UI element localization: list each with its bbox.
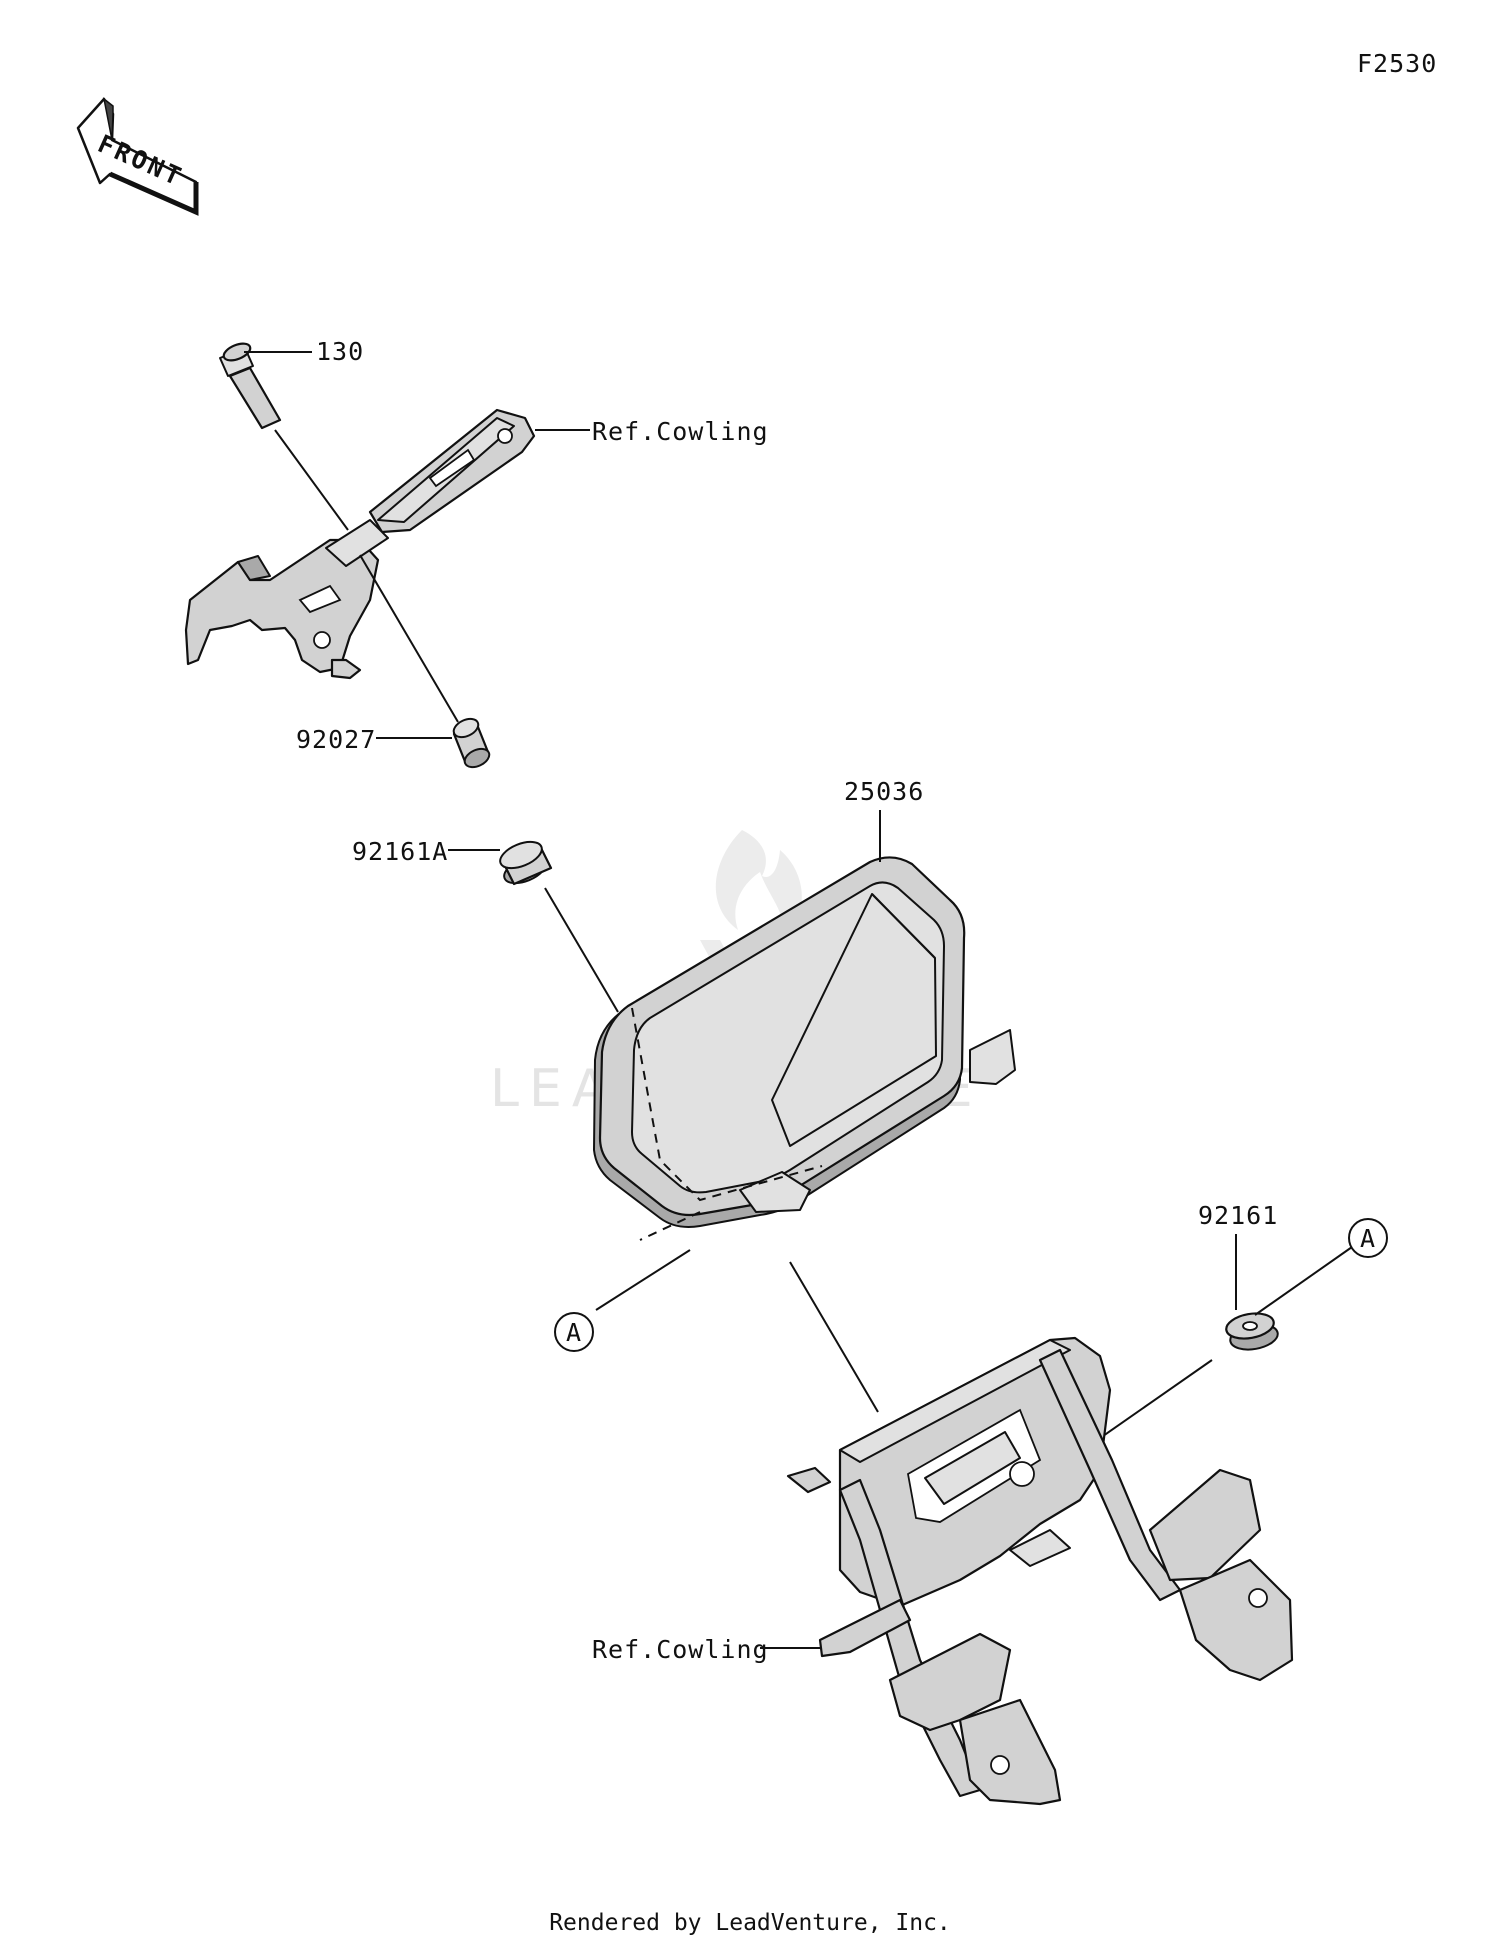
svg-text:A: A <box>1360 1224 1376 1253</box>
diagram-code: F2530 <box>1357 49 1437 78</box>
callout-a-right: A <box>1348 1218 1388 1258</box>
label-92027: 92027 <box>296 725 376 754</box>
bolt-130 <box>219 342 282 430</box>
label-lower-ref-cowling: Ref.Cowling <box>592 1635 769 1664</box>
lower-bracket-assembly <box>786 1336 1294 1806</box>
label-upper-ref-cowling: Ref.Cowling <box>592 417 769 446</box>
label-25036: 25036 <box>844 777 924 806</box>
leader-callout-right <box>1254 1246 1353 1316</box>
watermark-flame-icon <box>715 830 802 940</box>
grommet-92161 <box>1039 1312 1279 1481</box>
meter-assembly-25036 <box>593 856 1016 1413</box>
front-arrow-icon: FRONT <box>76 97 199 216</box>
upper-bracket-assembly <box>184 342 536 769</box>
grommet-92161a <box>499 840 619 1013</box>
label-92161: 92161 <box>1198 1201 1278 1230</box>
callout-a-left: A <box>554 1312 594 1352</box>
collar-92027 <box>452 717 491 769</box>
label-92161a: 92161A <box>352 837 448 866</box>
upper-stay-bracket <box>184 408 536 680</box>
label-130: 130 <box>316 337 364 366</box>
svg-text:A: A <box>566 1318 582 1347</box>
leader-callout-left <box>595 1249 691 1311</box>
footer-credit: Rendered by LeadVenture, Inc. <box>549 1910 951 1936</box>
